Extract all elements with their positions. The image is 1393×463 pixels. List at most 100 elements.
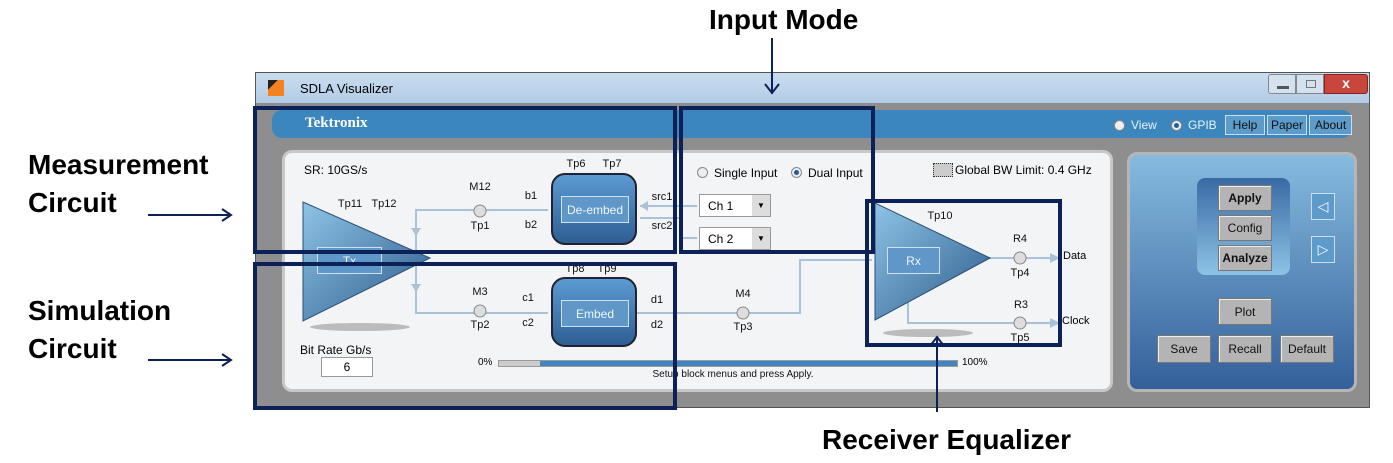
ch1-select[interactable]: Ch 1 ▼	[699, 194, 771, 217]
tektronix-logo: Tektronix	[305, 115, 368, 131]
arrow-icon	[1050, 318, 1060, 328]
node-m3	[473, 304, 487, 318]
arrow-right-icon	[148, 353, 233, 367]
arrow-icon	[411, 228, 421, 236]
deembed-button[interactable]: De-embed	[561, 196, 629, 223]
tp4-label: Tp4	[1010, 267, 1030, 279]
sample-rate: SR: 10GS/s	[304, 163, 368, 177]
input-mode-annotation: Input Mode	[709, 4, 859, 35]
title-bar: SDLA Visualizer x	[256, 73, 1369, 103]
minimize-icon	[1277, 86, 1289, 89]
chevron-down-icon: ▼	[752, 228, 770, 249]
tp9-label: Tp9	[597, 263, 617, 275]
measurement-annotation: Measurement Circuit	[28, 149, 209, 218]
tp12-label: Tp12	[371, 198, 397, 210]
tp10-label: Tp10	[927, 210, 953, 222]
arrow-right-icon	[148, 208, 233, 222]
input-mode-box	[679, 106, 875, 254]
maximize-button[interactable]	[1296, 74, 1324, 94]
minimize-button[interactable]	[1268, 74, 1296, 94]
tp8-label: Tp8	[565, 263, 585, 275]
config-button[interactable]: Config	[1218, 215, 1272, 241]
arrow-icon	[1050, 253, 1060, 263]
node-r3	[1013, 316, 1027, 330]
m12-label: M12	[469, 181, 491, 193]
receiver-annotation: Receiver Equalizer	[822, 424, 1072, 455]
gpib-label: GPIB	[1188, 118, 1217, 132]
wire-tx-embed	[415, 258, 548, 314]
c2-label: c2	[522, 317, 534, 329]
rx-button[interactable]: Rx	[887, 247, 940, 274]
wire-clock	[907, 297, 1050, 324]
node-m12	[473, 204, 487, 218]
gpib-radio[interactable]	[1171, 120, 1182, 131]
src1-label: src1	[651, 191, 673, 203]
b1-label: b1	[524, 190, 538, 202]
r3-label: R3	[1013, 299, 1029, 311]
tp2-label: Tp2	[470, 319, 490, 331]
dual-input-radio[interactable]	[791, 167, 802, 178]
window-title: SDLA Visualizer	[300, 81, 393, 96]
tp1-label: Tp1	[470, 220, 490, 232]
arrow-icon	[640, 201, 648, 211]
analyze-button[interactable]: Analyze	[1218, 245, 1272, 271]
progress-end-label: 100%	[962, 357, 988, 368]
ch2-select[interactable]: Ch 2▼	[699, 227, 771, 250]
simulation-circuit-box	[253, 262, 677, 410]
tp3-label: Tp3	[733, 321, 753, 333]
help-button[interactable]: Help	[1225, 115, 1265, 135]
tp6-label: Tp6	[566, 158, 586, 170]
c1-label: c1	[522, 292, 534, 304]
dual-input-label: Dual Input	[808, 166, 863, 180]
simulation-annotation: Simulation Circuit	[28, 295, 172, 364]
arrow-up-icon	[929, 335, 945, 412]
close-button[interactable]: x	[1324, 74, 1368, 94]
data-output-label: Data	[1063, 250, 1087, 262]
single-input-radio[interactable]	[697, 167, 708, 178]
measurement-circuit-box	[253, 106, 677, 254]
tp7-label: Tp7	[602, 158, 622, 170]
recall-button[interactable]: Recall	[1218, 335, 1272, 363]
receiver-equalizer-box	[865, 199, 1062, 347]
embed-button[interactable]: Embed	[561, 300, 629, 327]
src2-label: src2	[651, 220, 673, 232]
status-text: Setup block menus and press Apply.	[652, 369, 814, 380]
d2-label: d2	[650, 319, 664, 331]
bit-rate-input[interactable]	[321, 357, 373, 377]
paper-button[interactable]: Paper	[1267, 115, 1307, 135]
m3-label: M3	[472, 286, 488, 298]
tx-shadow	[310, 323, 410, 331]
next-button[interactable]: ▷	[1311, 236, 1335, 263]
global-bw-label: Global BW Limit: 0.4 GHz	[955, 163, 1092, 177]
maximize-icon	[1306, 80, 1316, 88]
matlab-icon	[268, 80, 284, 96]
r4-label: R4	[1012, 233, 1028, 245]
arrow-down-icon	[764, 38, 780, 95]
diagram-panel	[282, 150, 1113, 392]
chevron-down-icon: ▼	[752, 195, 770, 216]
b2-label: b2	[524, 219, 538, 231]
single-input-label: Single Input	[714, 166, 778, 180]
view-radio[interactable]	[1114, 120, 1125, 131]
plot-button[interactable]: Plot	[1218, 298, 1272, 325]
node-m4	[736, 306, 750, 320]
rx-shadow	[883, 329, 973, 337]
wire-embed-rx	[636, 259, 872, 314]
apply-button[interactable]: Apply	[1218, 185, 1272, 211]
ch1-value: Ch 1	[708, 199, 734, 213]
tp5-label: Tp5	[1010, 332, 1030, 344]
prev-button[interactable]: ◁	[1311, 193, 1335, 220]
about-button[interactable]: About	[1309, 115, 1352, 135]
clock-output-label: Clock	[1062, 315, 1090, 327]
bit-rate-label: Bit Rate Gb/s	[300, 343, 372, 357]
default-button[interactable]: Default	[1280, 335, 1334, 363]
progress-start-label: 0%	[478, 357, 493, 368]
d1-label: d1	[650, 294, 664, 306]
arrow-icon	[411, 284, 421, 292]
progress-fill	[499, 361, 541, 366]
save-button[interactable]: Save	[1157, 335, 1211, 363]
node-r4	[1013, 251, 1027, 265]
global-bw-checkbox[interactable]	[933, 163, 953, 177]
progress-bar	[498, 360, 958, 367]
wire-tx-deembed	[415, 209, 548, 258]
